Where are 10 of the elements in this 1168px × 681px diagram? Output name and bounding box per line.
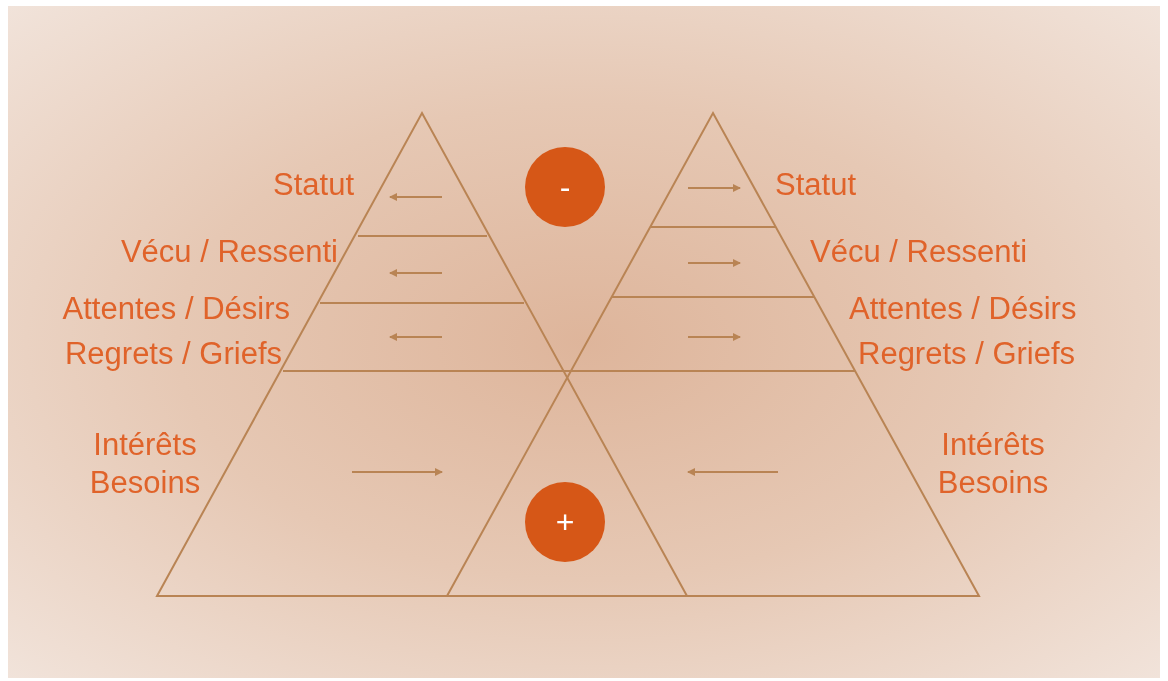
layer-label: Vécu / Ressenti (810, 233, 1028, 271)
layer-label: Intérêts Besoins (936, 426, 1050, 502)
layer-label: Statut (273, 166, 354, 204)
layer-label: Attentes / Désirs (62, 290, 290, 328)
layer-label: Vécu / Ressenti (120, 233, 338, 271)
layer-label: Attentes / Désirs (849, 290, 1077, 328)
layer-label: Regrets / Griefs (858, 335, 1076, 373)
layer-label: Statut (775, 166, 856, 204)
layer-label: Intérêts Besoins (88, 426, 202, 502)
layer-label: Regrets / Griefs (64, 335, 282, 373)
